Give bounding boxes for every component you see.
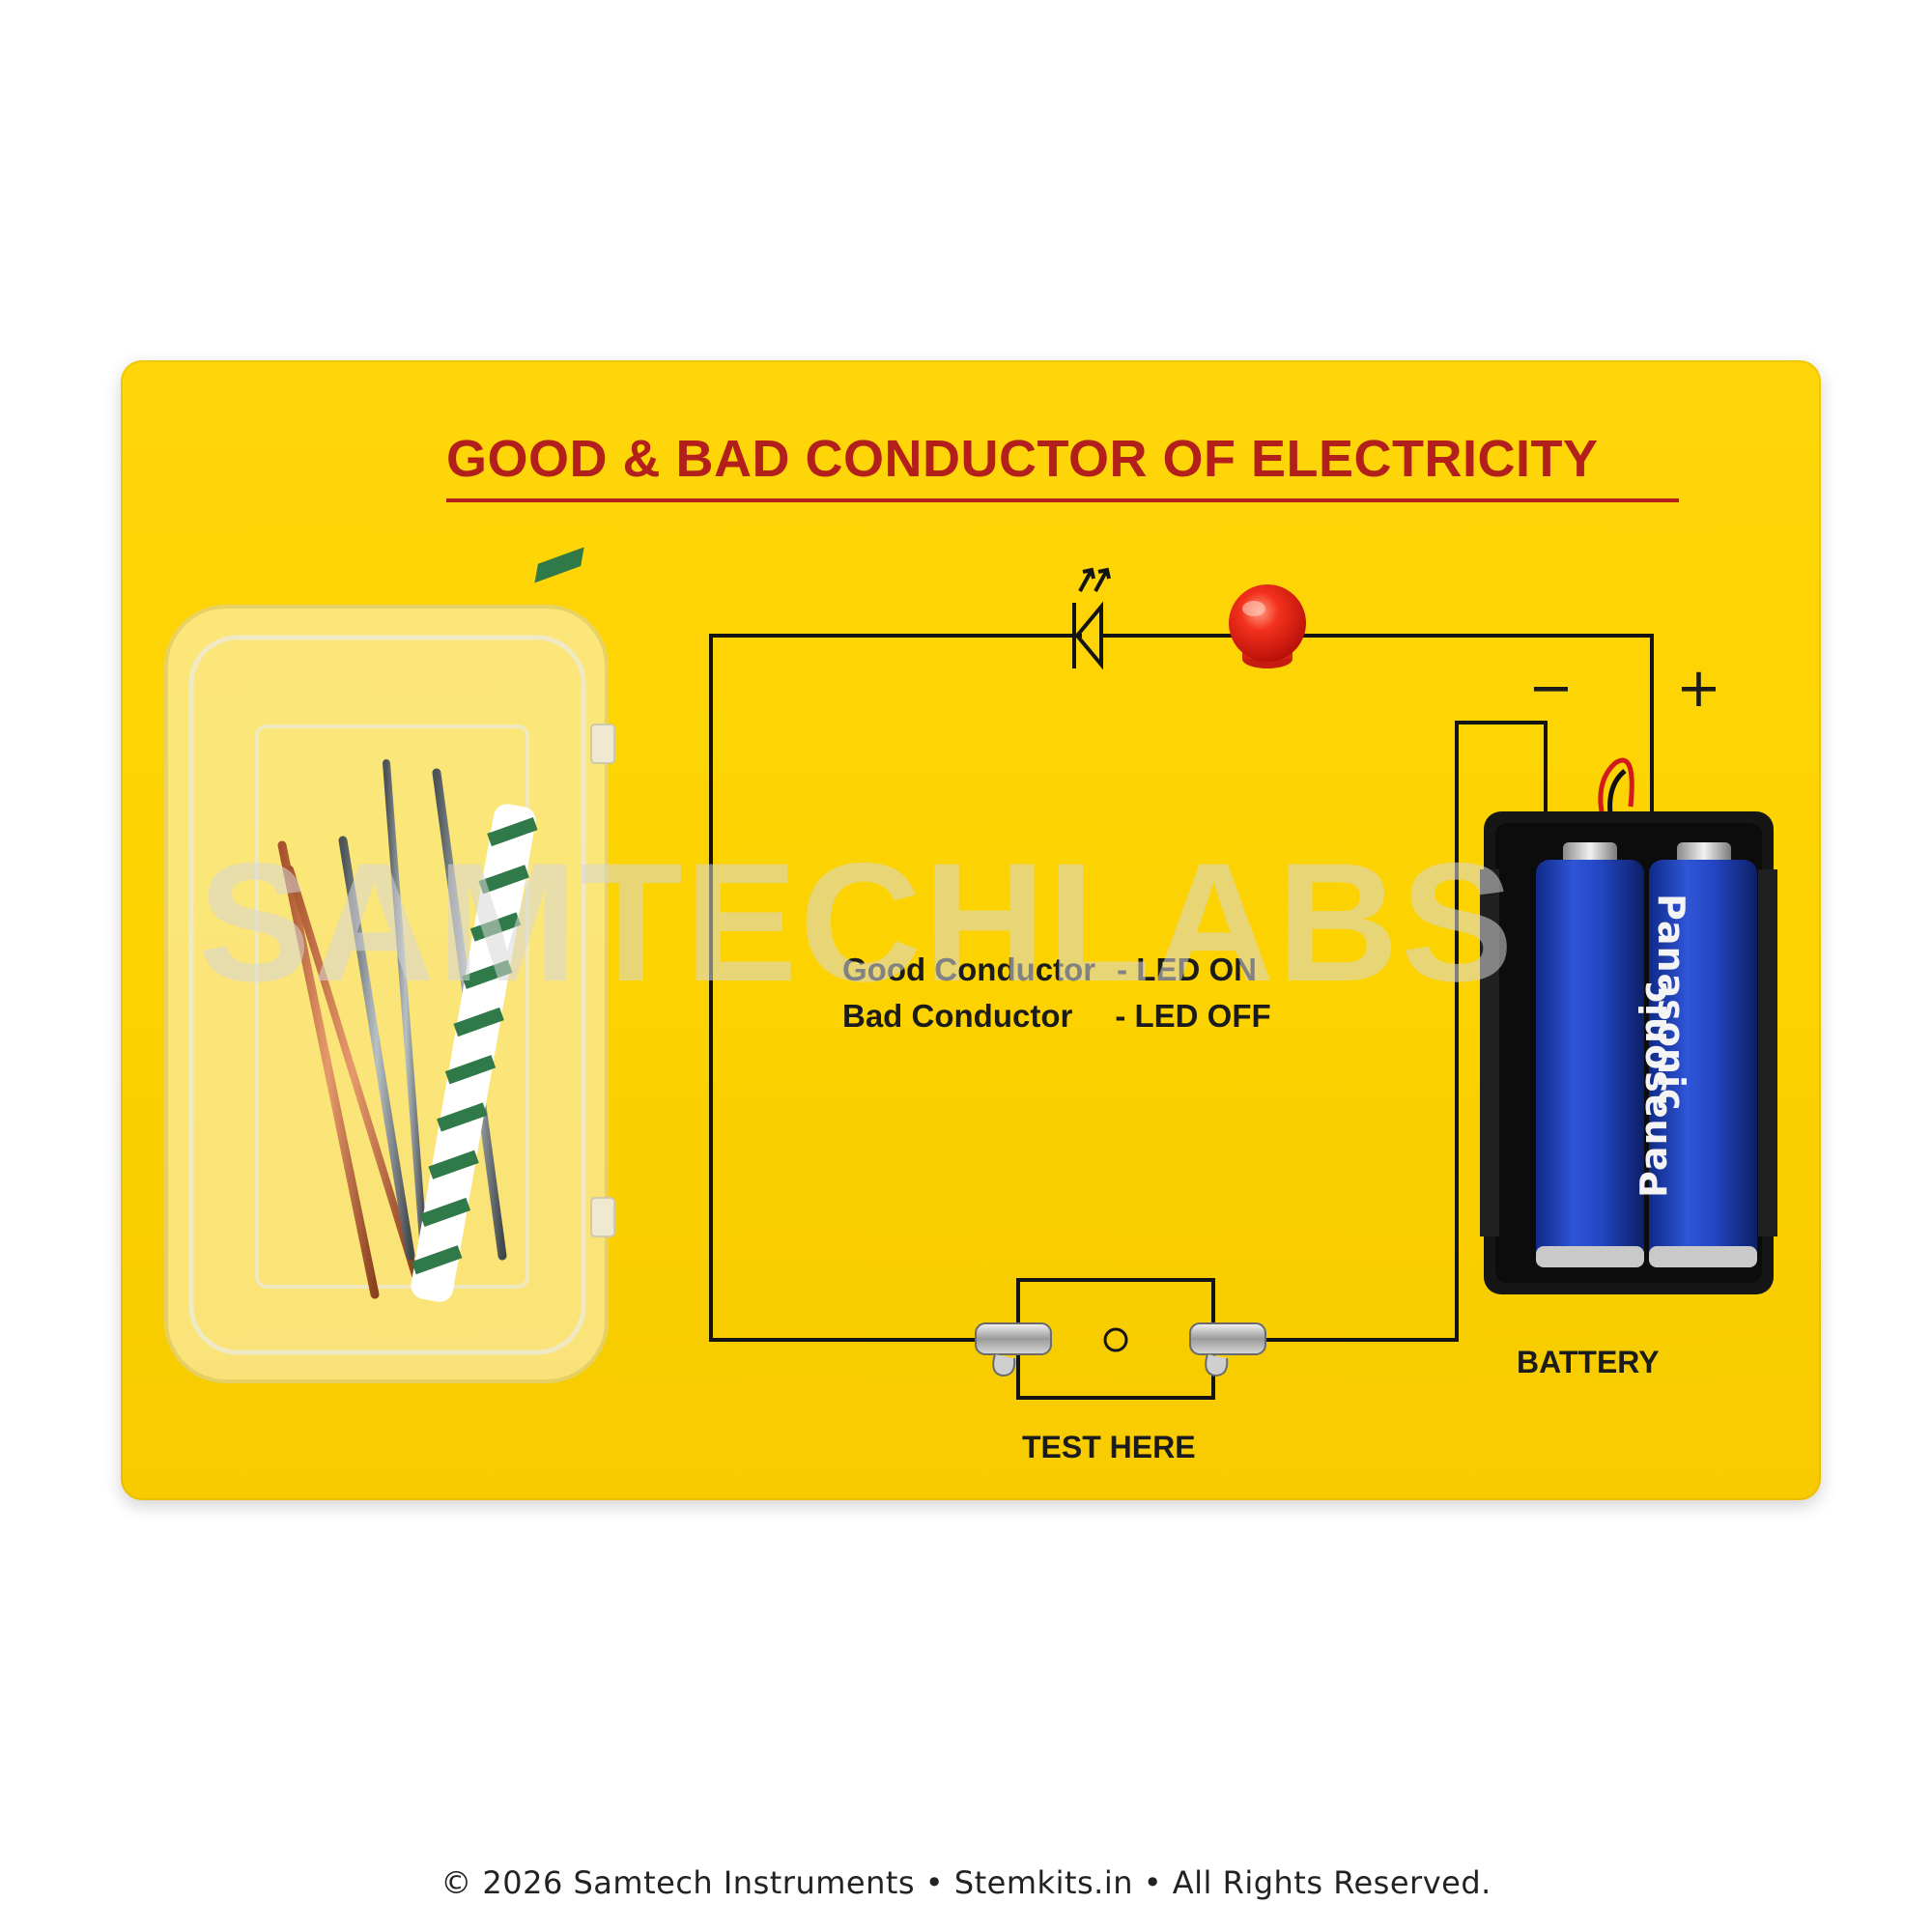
battery-cell-left	[1536, 842, 1644, 1267]
wire-right	[1212, 721, 1548, 1342]
minus-terminal-sign: −	[1528, 657, 1574, 720]
plus-terminal-sign: +	[1676, 657, 1721, 720]
sample-box[interactable]	[164, 540, 615, 1383]
wire-top-right	[1145, 634, 1654, 811]
led-symbol-icon	[1034, 567, 1236, 670]
battery-brand-label: Panasonic	[1650, 894, 1692, 1112]
legend-material: Bad Conductor	[842, 998, 1073, 1034]
test-here-label: TEST HERE	[1022, 1430, 1196, 1464]
legend-material: Good Conductor	[842, 952, 1096, 987]
battery-cell-right	[1649, 842, 1757, 1267]
legend-result: - LED ON	[1117, 952, 1257, 987]
legend-good-conductor: Good Conductor - LED ON	[842, 952, 1257, 988]
copyright-footer: © 2026 Samtech Instruments • Stemkits.in…	[440, 1864, 1492, 1901]
test-clip-left[interactable]	[975, 1322, 1052, 1378]
legend-bad-conductor: Bad Conductor - LED OFF	[842, 998, 1271, 1035]
title-underline	[446, 498, 1679, 502]
board-title: GOOD & BAD CONDUCTOR OF ELECTRICITY	[446, 430, 1599, 488]
legend-result: - LED OFF	[1115, 998, 1271, 1034]
test-clip-right[interactable]	[1189, 1322, 1266, 1378]
test-hole	[1103, 1327, 1128, 1352]
led-bulb	[1229, 584, 1306, 668]
battery-label: BATTERY	[1517, 1345, 1660, 1379]
paper-straw	[411, 547, 584, 1302]
